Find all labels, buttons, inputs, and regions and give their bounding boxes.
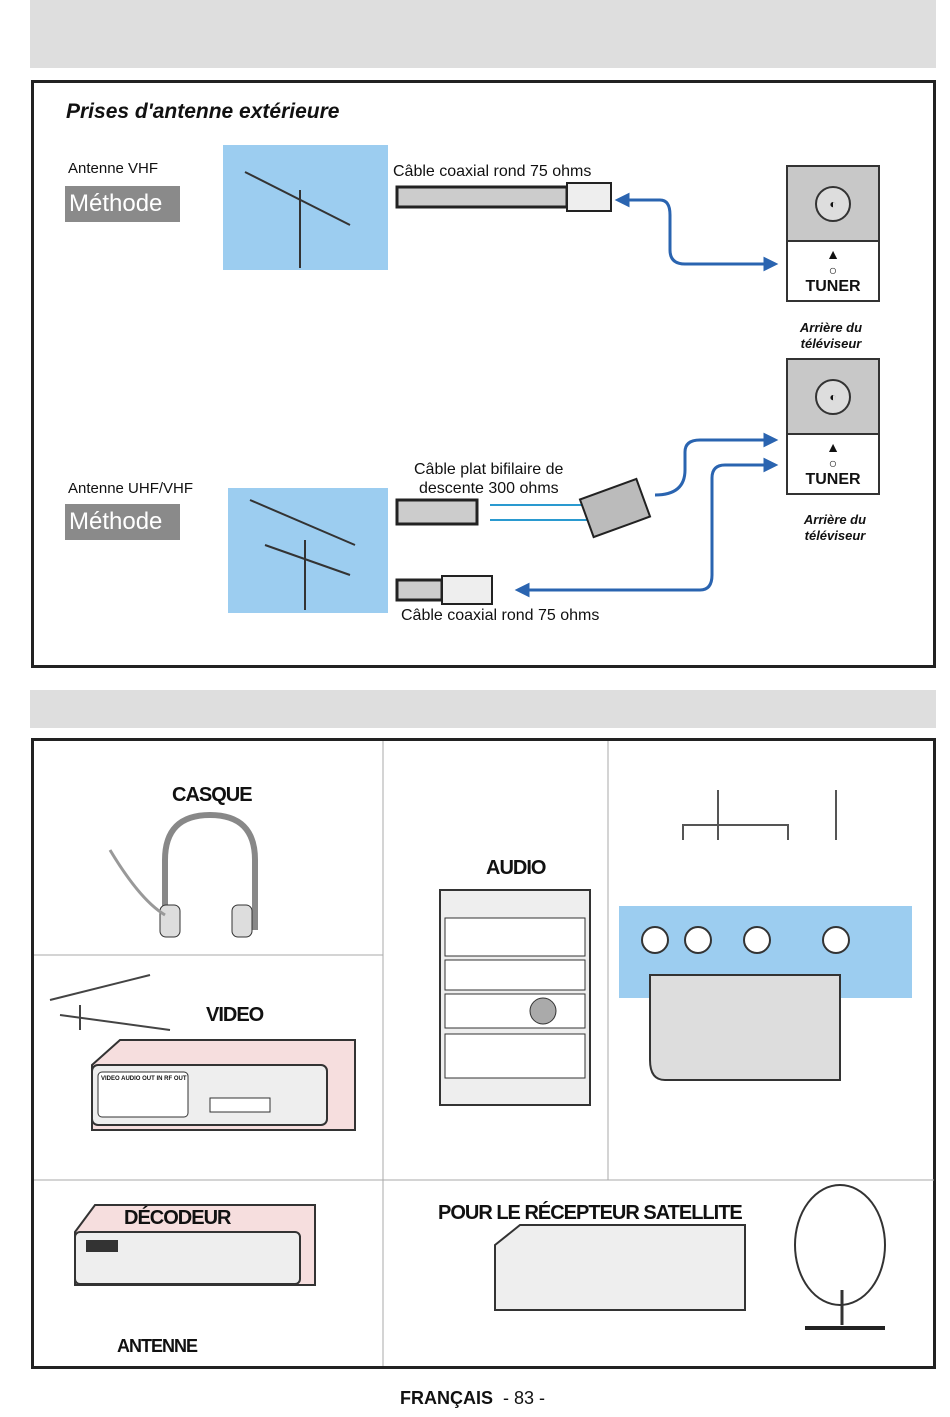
antenna-label: ANTENNE <box>117 1336 198 1356</box>
satellite-heading: POUR LE RÉCEPTEUR SATELLITE <box>438 1202 743 1224</box>
peripherals-section <box>31 738 936 1369</box>
antenna-connection-diagram <box>244 171 779 610</box>
coax-cable-label-1: Câble coaxial rond 75 ohms <box>393 163 592 180</box>
section-title: Prises d'antenne extérieure <box>66 100 340 123</box>
method-1-badge: Méthode 1 <box>65 186 180 249</box>
section-header-bar-1b <box>30 30 936 68</box>
antenna-uhf-vhf-label: Antenne UHF/VHF <box>68 480 194 497</box>
antenna-socket: ◐ <box>815 185 851 222</box>
coax-cable-label-2: Câble coaxial rond 75 ohms <box>401 607 600 624</box>
antenna-socket: ◐ <box>815 378 851 415</box>
decoder-heading: DÉCODEUR <box>124 1207 231 1229</box>
uhf-vhf-antenna-image <box>228 488 388 613</box>
vcr-port-labels: VIDEO AUDIO OUT IN RF OUT <box>101 1076 187 1082</box>
page-footer: FRANÇAIS - 83 - <box>400 1388 546 1408</box>
vhf-antenna-image <box>223 145 388 270</box>
video-heading: VIDEO <box>206 1004 264 1026</box>
section-header-bar-2 <box>30 690 936 728</box>
flat-cable-label-1: Câble plat bifilaire de <box>414 461 564 478</box>
audio-heading: AUDIO <box>486 857 546 879</box>
headphones-heading: CASQUE <box>172 784 253 806</box>
antenna-vhf-label: Antenne VHF <box>68 160 159 177</box>
flat-cable-label-2: descente 300 ohms <box>419 480 559 497</box>
tuner-label: TUNER <box>805 471 861 488</box>
tv-rear-panel-1: ◐▲○TUNER <box>786 165 880 302</box>
method-2-badge: Méthode 2 <box>65 504 180 567</box>
antenna-section <box>31 80 936 668</box>
tv-rear-panel-2: ◐▲○TUNER <box>786 358 880 495</box>
tuner-label: TUNER <box>805 278 861 295</box>
